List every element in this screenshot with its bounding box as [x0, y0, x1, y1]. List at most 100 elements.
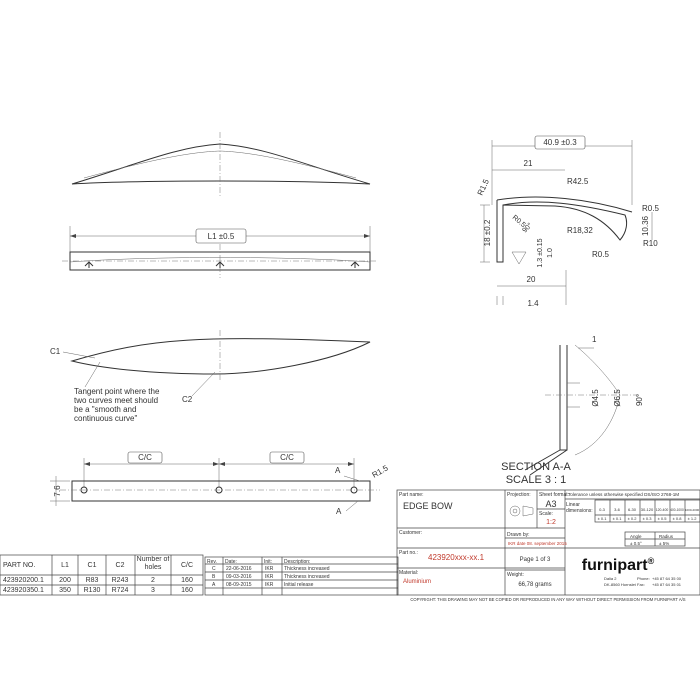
weight-label: Weight:	[507, 572, 524, 578]
dim-r0-5-b: R0.5	[642, 204, 659, 213]
brand-logo: furnipart®	[582, 556, 655, 574]
parts-row-2-part-no: 423920350.1	[3, 587, 44, 594]
corner-radius-dimension: R1.5	[371, 463, 391, 480]
brand-mark: ®	[648, 556, 655, 566]
dim-r1-5-section: R1.5	[476, 177, 492, 197]
range-3-6: 3-6	[614, 507, 621, 512]
radius-value: ± 5%	[659, 541, 669, 546]
rev-header-desc: Description:	[284, 559, 310, 565]
rev-header-init: Init:	[264, 559, 272, 565]
part-no-label: Part no.:	[399, 550, 418, 556]
weight: 66,78 grams	[518, 582, 551, 588]
dim-20: 20	[527, 275, 536, 284]
part-name: EDGE BOW	[403, 501, 453, 511]
c1-label: C1	[50, 347, 61, 356]
projection-label: Projection:	[507, 492, 531, 498]
parts-header-c1: C1	[88, 562, 97, 569]
detail-dim-1: 1	[592, 335, 597, 344]
rev-row-2-rev: B	[212, 574, 216, 580]
parts-row-2-l1: 350	[59, 587, 71, 594]
section-arrow-a-top: A	[335, 466, 341, 475]
rev-row-3-rev: A	[212, 582, 216, 588]
tangent-note-1: Tangent point where the	[74, 387, 160, 396]
dim-r10: R10	[643, 239, 658, 248]
hole-detail: 1 Ø4.5 Ø6.5 90° SECTION A-A SCALE 3 : 1	[501, 335, 644, 486]
c2-label: C2	[182, 395, 193, 404]
parts-row-2-cc: 160	[181, 587, 193, 594]
parts-header-part-no: PART NO.	[3, 562, 35, 569]
dim-1-3: 1.3 ±0.15	[537, 238, 544, 267]
sheet-format: A3	[545, 499, 556, 509]
fax-label: Fax:	[637, 582, 645, 587]
rev-header-rev: Rev.	[207, 559, 217, 565]
projection-symbol	[509, 505, 534, 517]
part-no: 423920xxx-xx.1	[428, 553, 485, 562]
section-title: SECTION A-A	[501, 461, 571, 473]
drawn-by-label: Drawn by:	[507, 532, 530, 538]
parts-row-1-c2: R243	[112, 577, 129, 584]
dim-r0-5-c: R0.5	[592, 250, 609, 259]
fax-number: +45 87 64 35 01	[652, 582, 682, 587]
phone-label: Phone:	[637, 576, 650, 581]
detail-90: 90°	[635, 394, 644, 406]
section-a-a: 40.9 ±0.3 21 18 ±0.2 R1.5 R42.5 R0.5 90°…	[476, 135, 659, 308]
side-view: C1 C2 Tangent point where the two curves…	[50, 330, 371, 423]
angle-label: Angle	[630, 534, 642, 539]
detail-d6-5: Ø6.5	[613, 389, 622, 407]
dim-1-4: 1.4	[527, 299, 539, 308]
rev-header-date: Date:	[225, 559, 237, 565]
parts-header-holes: Number of holes	[136, 556, 170, 571]
tol-4: ± 0.5	[658, 516, 668, 521]
parts-header-cc: C/C	[181, 562, 193, 569]
scale-value: 1:2	[546, 519, 556, 526]
tangent-note-4: continuous curve"	[74, 414, 137, 423]
section-width-dimension: 40.9 ±0.3	[543, 138, 577, 147]
top-view	[71, 132, 371, 196]
phone-number: +45 87 64 35 00	[652, 576, 682, 581]
sheet-format-label: Sheet format:	[539, 492, 569, 498]
drawn-by: IKR date 08. september 2015	[508, 541, 567, 546]
section-arrow-a-bottom: A	[336, 507, 342, 516]
address-line-2: DK-8560 Hornslet	[604, 582, 637, 587]
radius-label: Radius	[659, 534, 674, 539]
height-dimension: 7.6	[53, 485, 62, 497]
dim-21: 21	[524, 159, 533, 168]
rev-row-2-desc: Thickness increased	[284, 574, 330, 580]
rev-row-1-rev: C	[212, 566, 216, 572]
customer-label: Customer:	[399, 530, 422, 536]
tangent-note-3: be a "smooth and	[74, 405, 136, 414]
tol-6: ± 1.2	[688, 516, 698, 521]
address-line-1: Dalia 2	[604, 576, 617, 581]
tol-2: ± 0.2	[628, 516, 638, 521]
parts-row-2-c2: R724	[112, 587, 129, 594]
dim-r18-32: R18,32	[567, 226, 593, 235]
part-name-label: Part name:	[399, 492, 423, 498]
rev-row-1-desc: Thickness increased	[284, 566, 330, 572]
rev-row-2-date: 09-03-2016	[226, 574, 252, 580]
section-scale: SCALE 3 : 1	[506, 474, 567, 486]
tolerance-title: Tolerance unless otherwise specified DS/…	[568, 492, 679, 497]
parts-row-1-l1: 200	[59, 577, 71, 584]
rev-row-3-date: 08-09-2015	[226, 582, 252, 588]
copyright-notice: COPYRIGHT: THIS DRAWING MAY NOT BE COPIE…	[410, 597, 685, 602]
parts-row-1-holes: 2	[151, 577, 155, 584]
rev-row-1-init: IKR	[265, 566, 274, 572]
dim-18: 18 ±0.2	[483, 219, 492, 246]
rev-row-3-init: IKR	[265, 582, 274, 588]
parts-header-l1: L1	[61, 562, 69, 569]
material-label: Material:	[399, 570, 418, 576]
bottom-view: C/C C/C 7.6 A A R1.5	[50, 451, 391, 516]
title-block: Part name: EDGE BOW Projection: Sheet fo…	[396, 489, 700, 602]
rev-row-2-init: IKR	[265, 574, 274, 580]
tol-1: ± 0.1	[613, 516, 623, 521]
front-view: L1 ±0.5	[62, 226, 378, 278]
range-0-3: 0-3	[599, 507, 606, 512]
page-number: Page 1 of 3	[520, 557, 551, 563]
parts-header-c2: C2	[116, 562, 125, 569]
revision-table: Rev. Date: Init: Description: C 22-06-20…	[204, 556, 399, 596]
parts-row-1-part-no: 423920200.1	[3, 577, 44, 584]
parts-row-1-cc: 160	[181, 577, 193, 584]
material: Aluminium	[403, 579, 431, 585]
linear-dimensions-label: Linear dimensions:	[566, 502, 593, 514]
